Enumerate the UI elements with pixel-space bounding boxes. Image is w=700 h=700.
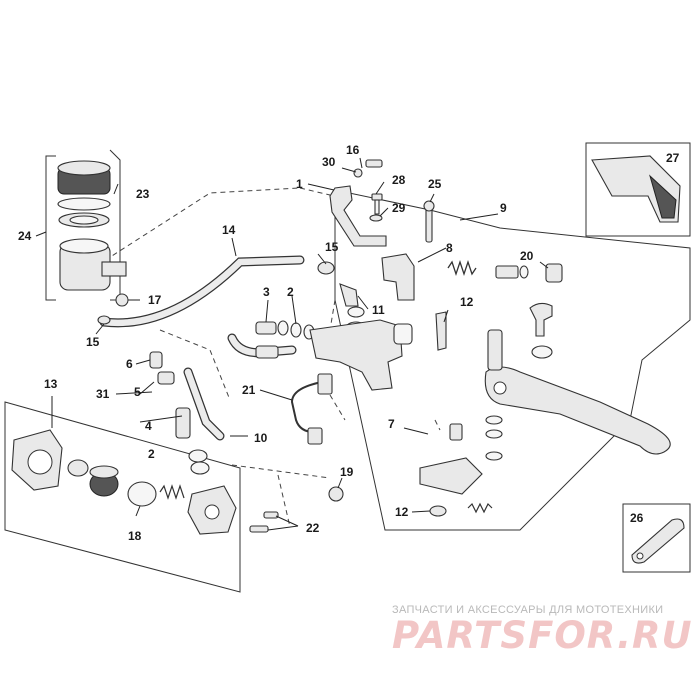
callout-3: 3 — [263, 285, 270, 299]
callout-7: 7 — [388, 417, 395, 431]
callout-6: 6 — [126, 357, 133, 371]
brake-lever — [484, 366, 671, 455]
callout-19: 19 — [340, 465, 354, 479]
callout-8: 8 — [446, 241, 453, 255]
frame-caliper-group — [4, 401, 241, 593]
clamp-part — [381, 253, 415, 301]
lever-pivot — [493, 381, 507, 395]
callout-14: 14 — [222, 223, 236, 237]
callout-1: 1 — [296, 177, 303, 191]
callout-16: 16 — [346, 143, 360, 157]
callout-28: 28 — [392, 173, 406, 187]
nut-12 — [429, 505, 447, 517]
callout-20: 20 — [520, 249, 534, 263]
circlips — [485, 415, 503, 461]
switch-connector — [307, 427, 323, 445]
callout-23: 23 — [136, 187, 150, 201]
callout-21: 21 — [242, 383, 256, 397]
callout-2: 2 — [148, 447, 155, 461]
callout-29: 29 — [392, 201, 406, 215]
callout-12: 12 — [460, 295, 474, 309]
pushrod — [487, 329, 503, 371]
master-cylinder-boss — [393, 323, 413, 345]
reservoir-group — [57, 160, 127, 291]
watermark-caption: ЗАПЧАСТИ И АКСЕССУАРЫ ДЛЯ МОТОТЕХНИКИ — [392, 604, 664, 616]
callout-2: 2 — [287, 285, 294, 299]
tool-hole — [636, 552, 644, 560]
washer-20 — [531, 345, 553, 359]
bolts-22 — [249, 511, 279, 533]
hose-10-inner — [184, 368, 224, 440]
leader-lines — [35, 157, 549, 531]
bushing-7 — [449, 423, 463, 441]
pivot-pin-12 — [435, 311, 447, 351]
bolts-16-28-29-30 — [353, 159, 383, 222]
callout-31: 31 — [96, 387, 110, 401]
hose-14-inner — [100, 256, 304, 327]
caliper-group — [11, 429, 237, 535]
callout-11: 11 — [372, 303, 385, 317]
frame-lever-group — [334, 189, 691, 531]
switch-body — [317, 373, 333, 395]
callout-13: 13 — [44, 377, 58, 391]
assembly-dashes — [89, 187, 441, 528]
adjuster-9 — [495, 265, 529, 279]
callout-10: 10 — [254, 431, 268, 445]
cap-20 — [545, 263, 563, 283]
callout-18: 18 — [128, 529, 142, 543]
screw-25-head — [423, 200, 435, 212]
callout-9: 9 — [500, 201, 507, 215]
spring-lower — [467, 502, 493, 514]
callout-12: 12 — [395, 505, 409, 519]
callout-4: 4 — [145, 419, 152, 433]
frame-part-26 — [622, 503, 691, 573]
watermark-logo: PARTSFOR.RU — [392, 614, 693, 657]
callout-15: 15 — [86, 335, 100, 349]
callout-22: 22 — [306, 521, 320, 535]
protection-cover-shade — [649, 174, 677, 219]
callout-5: 5 — [134, 385, 141, 399]
switch-wire — [290, 381, 323, 433]
frame-reservoir-group — [45, 149, 121, 301]
tool-part — [631, 518, 685, 564]
adjuster-pin-20 — [529, 302, 553, 337]
callout-17: 17 — [148, 293, 162, 307]
frame-part-27 — [585, 142, 691, 237]
bracket-part — [329, 185, 387, 247]
callout-27: 27 — [666, 151, 680, 165]
callout-25: 25 — [428, 177, 442, 191]
lever-bracket — [419, 457, 483, 495]
callout-30: 30 — [322, 155, 336, 169]
master-cylinder-body — [309, 319, 403, 391]
callout-15: 15 — [325, 240, 339, 254]
callout-26: 26 — [630, 511, 644, 525]
callout-24: 24 — [18, 229, 32, 243]
spring-8 — [447, 259, 477, 277]
